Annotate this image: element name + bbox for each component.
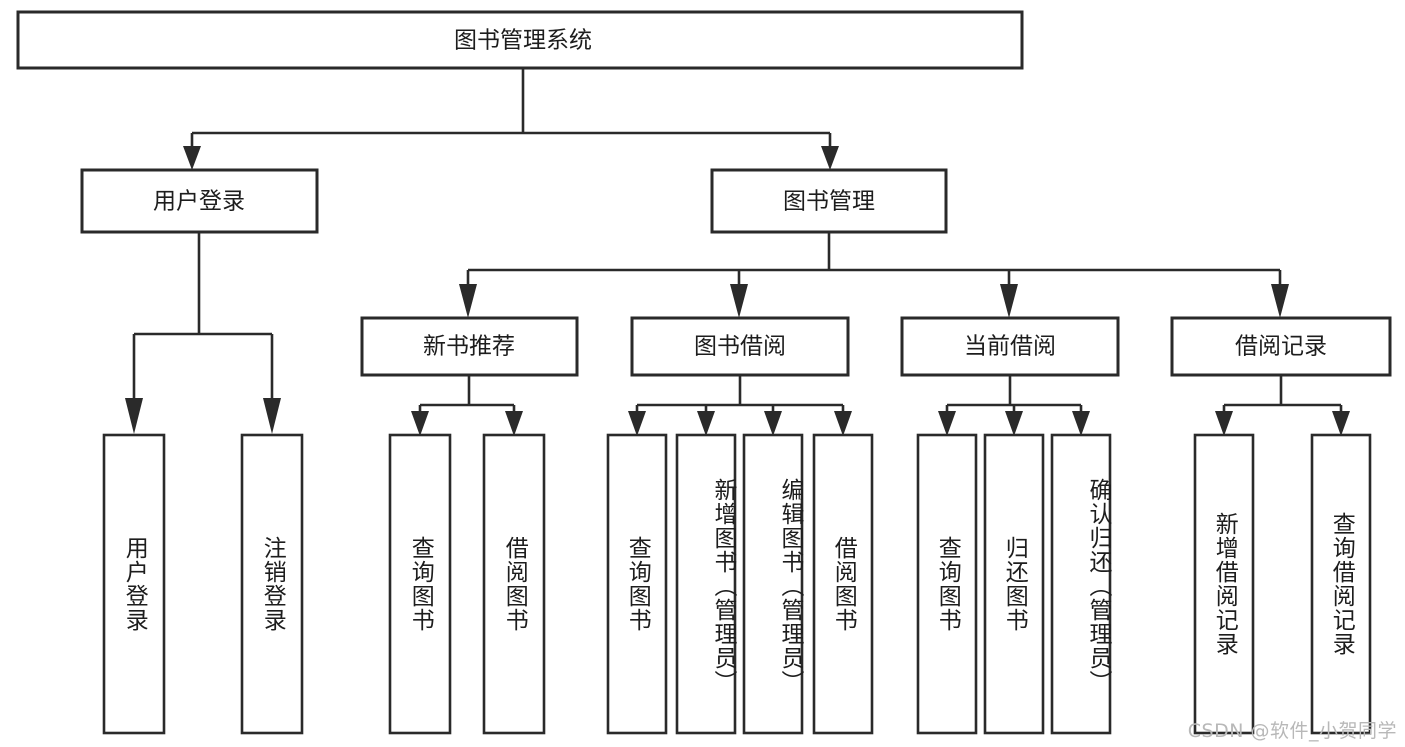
node-label-borrow-record: 借阅记录 [1235, 334, 1327, 360]
arrow-bookmgmt-child-3 [1000, 284, 1018, 318]
arrow-bookmgmt-child-1 [459, 284, 477, 318]
arrow-root-to-bookmgmt [821, 146, 839, 170]
node-box-current-borrow[interactable] [900, 316, 1120, 377]
node-box-user-login[interactable] [80, 168, 319, 234]
node-box-leaf-borrow-add-book[interactable] [675, 433, 737, 735]
arrow-borrow-leaf-3 [764, 411, 782, 436]
arrow-login-leaf-1 [125, 398, 143, 434]
arrow-bookmgmt-child-2 [730, 284, 748, 318]
node-box-leaf-record-add[interactable] [1193, 433, 1255, 735]
arrow-current-leaf-2 [1005, 411, 1023, 436]
arrow-recommend-leaf-1 [411, 411, 429, 436]
arrow-record-leaf-1 [1215, 411, 1233, 436]
watermark-text: CSDN @软件_小贺同学 [1187, 720, 1397, 742]
node-label-user-login: 用户登录 [153, 189, 245, 215]
node-box-leaf-current-return-book[interactable] [983, 433, 1045, 735]
node-box-leaf-borrow-query-book[interactable] [606, 433, 668, 735]
edges-layer [125, 68, 1350, 436]
node-label-current-borrow: 当前借阅 [964, 334, 1056, 360]
arrow-bookmgmt-child-4 [1271, 284, 1289, 318]
node-label-root: 图书管理系统 [454, 28, 592, 54]
node-box-leaf-recommend-borrow-book[interactable] [482, 433, 546, 735]
node-label-book-management: 图书管理 [783, 189, 875, 215]
node-label-new-book-recommend: 新书推荐 [423, 334, 515, 360]
arrow-current-leaf-3 [1072, 411, 1090, 436]
arrow-current-leaf-1 [938, 411, 956, 436]
node-box-leaf-record-query[interactable] [1310, 433, 1372, 735]
node-box-leaf-borrow-edit-book[interactable] [742, 433, 804, 735]
node-box-leaf-recommend-query-book[interactable] [388, 433, 452, 735]
node-box-leaf-user-login[interactable] [102, 433, 166, 735]
node-box-book-borrow[interactable] [630, 316, 850, 377]
arrow-borrow-leaf-2 [697, 411, 715, 436]
arrow-login-leaf-2 [263, 398, 281, 434]
nodes-layer: 图书管理系统 用户登录 图书管理 新书推荐 图书借阅 当前借阅 借阅记录 [16, 10, 1392, 735]
node-box-borrow-record[interactable] [1170, 316, 1392, 377]
node-box-leaf-borrow-borrow-book[interactable] [812, 433, 874, 735]
node-label-book-borrow: 图书借阅 [694, 334, 786, 360]
node-box-book-management[interactable] [710, 168, 948, 234]
arrow-root-to-login [183, 146, 201, 170]
node-box-new-book-recommend[interactable] [360, 316, 579, 377]
node-box-root[interactable] [16, 10, 1024, 70]
node-box-leaf-current-query-book[interactable] [916, 433, 978, 735]
node-box-leaf-current-confirm-return[interactable] [1050, 433, 1112, 735]
arrow-borrow-leaf-4 [834, 411, 852, 436]
arrow-borrow-leaf-1 [628, 411, 646, 436]
node-box-leaf-user-logout[interactable] [240, 433, 304, 735]
arrow-record-leaf-2 [1332, 411, 1350, 436]
arrow-recommend-leaf-2 [505, 411, 523, 436]
